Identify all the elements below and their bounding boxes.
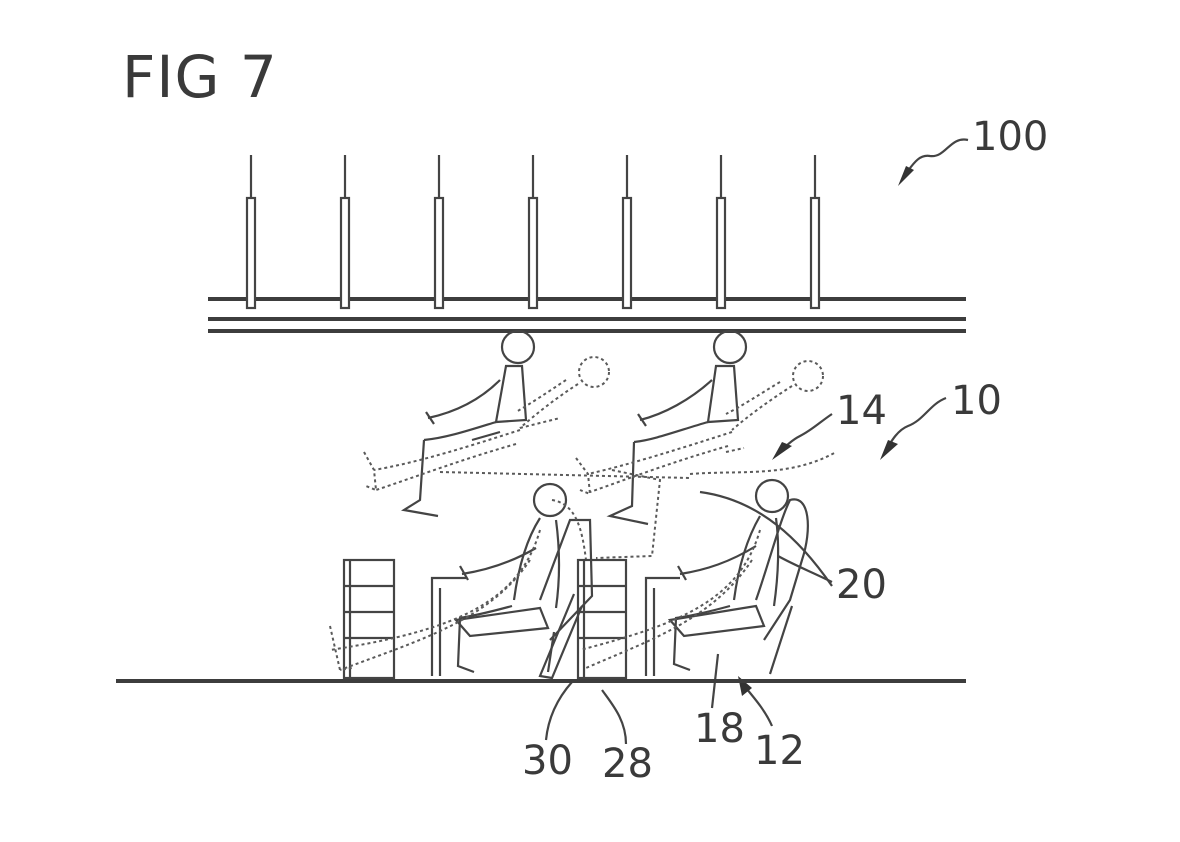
leader-arrow-14 bbox=[772, 413, 833, 460]
leader-arrow-10 bbox=[880, 396, 947, 460]
ref-28: 28 bbox=[602, 741, 653, 787]
dashed-seat-paths bbox=[439, 451, 837, 559]
ref-12: 12 bbox=[754, 728, 805, 774]
storage-rack-left bbox=[342, 558, 396, 680]
lower-seat-left bbox=[430, 518, 594, 676]
ref-18: 18 bbox=[694, 706, 745, 752]
ref-30: 30 bbox=[522, 738, 573, 784]
figure-title: FIG 7 bbox=[122, 43, 278, 111]
ref-20: 20 bbox=[836, 562, 887, 608]
overhead-structure bbox=[208, 297, 966, 333]
upper-passenger-right bbox=[575, 329, 824, 526]
upper-passenger-left bbox=[363, 329, 610, 518]
ref-14: 14 bbox=[836, 388, 887, 434]
leader-arrow-100 bbox=[898, 138, 969, 186]
ref-10: 10 bbox=[951, 378, 1002, 424]
leader-line-30 bbox=[544, 681, 573, 741]
lower-passenger-left bbox=[329, 482, 587, 674]
storage-rack-middle bbox=[538, 558, 628, 680]
ref-100: 100 bbox=[972, 114, 1048, 160]
lower-seat-right bbox=[644, 498, 809, 676]
hanging-rods bbox=[245, 155, 821, 310]
leader-line-28 bbox=[601, 689, 628, 745]
lower-passenger-right bbox=[579, 478, 790, 672]
